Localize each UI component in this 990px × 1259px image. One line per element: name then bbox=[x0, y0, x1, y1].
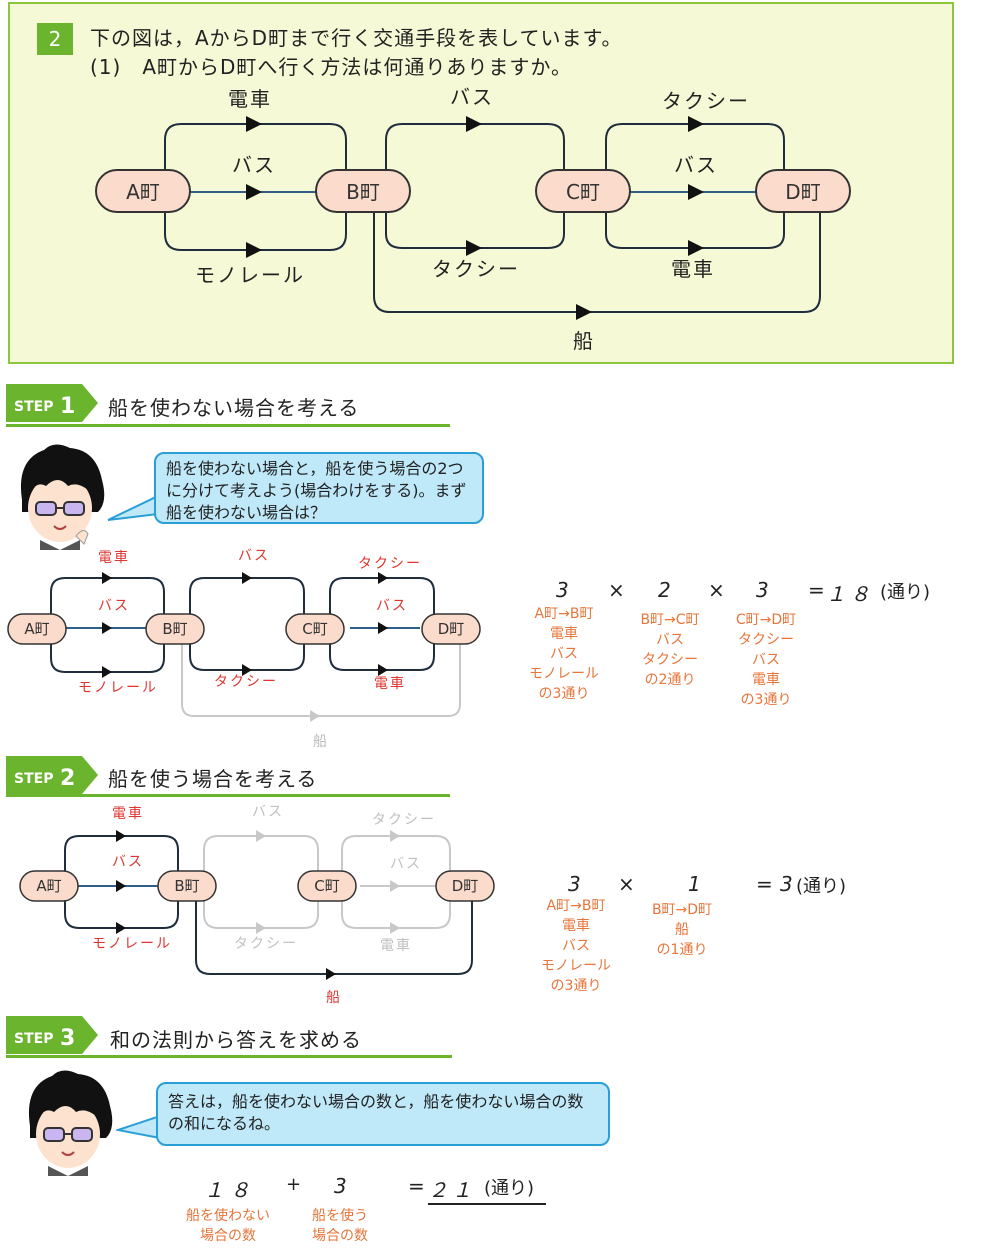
svg-text:船: 船 bbox=[313, 734, 327, 750]
svg-text:バス: バス bbox=[390, 856, 422, 872]
town-b: B町 bbox=[346, 180, 380, 204]
svg-text:タクシー: タクシー bbox=[358, 556, 422, 572]
step1-tag: STEP 1 bbox=[6, 384, 98, 422]
svg-text:D町: D町 bbox=[438, 620, 465, 638]
problem-statement: 下の図は，AからD町まで行く交通手段を表しています。 bbox=[90, 26, 623, 50]
svg-text:C町: C町 bbox=[314, 877, 339, 895]
svg-text:A町: A町 bbox=[24, 620, 49, 638]
arrow-cd-bot bbox=[688, 240, 704, 256]
svg-text:バス: バス bbox=[376, 598, 408, 614]
route-label: 電車 bbox=[671, 257, 715, 281]
route-label: 電車 bbox=[228, 87, 272, 111]
step2-tag: STEP 2 bbox=[6, 756, 98, 794]
svg-text:電車: 電車 bbox=[380, 937, 412, 954]
route-label: バス bbox=[450, 85, 494, 109]
step3-note-b: 船を使う場合の数 bbox=[312, 1208, 368, 1244]
svg-text:バス: バス bbox=[238, 548, 270, 564]
svg-text:タクシー: タクシー bbox=[372, 812, 436, 828]
teacher-avatar bbox=[20, 444, 105, 550]
svg-text:3: 3 bbox=[60, 1026, 75, 1051]
svg-text:バス: バス bbox=[112, 854, 144, 870]
svg-text:2: 2 bbox=[60, 766, 75, 791]
final-answer: ２１ bbox=[428, 1174, 546, 1205]
step3-note-a: 船を使わない場合の数 bbox=[186, 1208, 270, 1244]
step2-note-ab: A町→B町電車バスモノレールの3通り bbox=[541, 898, 611, 994]
svg-text:B町: B町 bbox=[162, 620, 187, 638]
svg-text:C町: C町 bbox=[302, 620, 327, 638]
route-diagram-step1: A町 B町 C町 D町 電車 バス モノレール バス タクシー タクシー バス … bbox=[7, 548, 481, 750]
svg-text:モノレール: モノレール bbox=[92, 936, 172, 952]
step1-note-cd: C町→D町タクシーバス電車の3通り bbox=[735, 612, 797, 708]
step1-title: 船を使わない場合を考える bbox=[108, 396, 360, 420]
svg-text:タクシー: タクシー bbox=[234, 936, 298, 952]
route-label: バス bbox=[674, 153, 718, 177]
svg-text:船: 船 bbox=[326, 990, 342, 1006]
speech-bubble-step3: 答えは，船を使わない場合の数と，船を使わない場合の数の和になるね。 bbox=[156, 1082, 610, 1146]
town-d: D町 bbox=[785, 180, 820, 204]
arrow-bc-top bbox=[466, 116, 482, 132]
svg-text:タクシー: タクシー bbox=[214, 674, 278, 690]
problem-box: 2 下の図は，AからD町まで行く交通手段を表しています。 (1) A町からD町へ… bbox=[8, 2, 954, 364]
arrow-bc-bot bbox=[466, 240, 482, 256]
route-label: タクシー bbox=[662, 89, 750, 113]
arrow-ab-mid bbox=[246, 184, 262, 200]
arrow-ship bbox=[576, 304, 592, 320]
svg-text:バス: バス bbox=[252, 804, 284, 820]
step2-note-bd: B町→D町船の1通り bbox=[651, 902, 713, 958]
svg-text:モノレール: モノレール bbox=[78, 680, 158, 696]
step3-underline bbox=[6, 1055, 452, 1058]
step3-title: 和の法則から答えを求める bbox=[110, 1028, 362, 1052]
step2-title: 船を使う場合を考える bbox=[108, 767, 318, 791]
svg-text:STEP: STEP bbox=[14, 771, 53, 787]
route-label: 船 bbox=[573, 329, 595, 353]
svg-text:B町: B町 bbox=[174, 877, 199, 895]
route-label: タクシー bbox=[432, 257, 520, 281]
svg-text:電車: 電車 bbox=[374, 675, 406, 692]
problem-question: (1) A町からD町へ行く方法は何通りありますか。 bbox=[90, 55, 573, 79]
step1-note-ab: A町→B町電車バスモノレールの3通り bbox=[529, 606, 599, 702]
arrow-ab-top bbox=[246, 116, 262, 132]
svg-text:1: 1 bbox=[60, 394, 75, 419]
svg-text:電車: 電車 bbox=[112, 805, 144, 822]
svg-text:D町: D町 bbox=[452, 877, 479, 895]
teacher-avatar bbox=[28, 1070, 113, 1176]
speech-bubble-step1: 船を使わない場合と，船を使う場合の2つに分けて考えよう(場合わけをする)。まず船… bbox=[154, 452, 484, 524]
step1-note-bc: B町→C町バスタクシーの2通り bbox=[640, 612, 700, 688]
town-a: A町 bbox=[126, 180, 160, 204]
problem-number-badge: 2 bbox=[37, 23, 73, 55]
svg-text:STEP: STEP bbox=[14, 1031, 53, 1047]
svg-text:電車: 電車 bbox=[98, 549, 130, 566]
arrow-ab-bot bbox=[246, 242, 262, 258]
svg-text:STEP: STEP bbox=[14, 399, 53, 415]
town-c: C町 bbox=[566, 180, 600, 204]
route-diagram-step2: A町 B町 C町 D町 電車 バス モノレール 船 バス タクシー タクシー バ… bbox=[19, 804, 495, 1006]
svg-text:バス: バス bbox=[98, 598, 130, 614]
route-diagram-main: A町 B町 C町 D町 電車 バス モノレール バス タクシー タクシー バス … bbox=[95, 85, 851, 353]
step2-underline bbox=[6, 794, 450, 797]
route-label: バス bbox=[232, 153, 276, 177]
speech-bubble-tail bbox=[107, 494, 159, 521]
step1-underline bbox=[6, 424, 450, 427]
svg-text:A町: A町 bbox=[36, 877, 61, 895]
route-label: モノレール bbox=[195, 263, 305, 287]
step3-tag: STEP 3 bbox=[6, 1016, 98, 1054]
arrow-cd-top bbox=[688, 116, 704, 132]
arrow-cd-mid bbox=[688, 184, 704, 200]
